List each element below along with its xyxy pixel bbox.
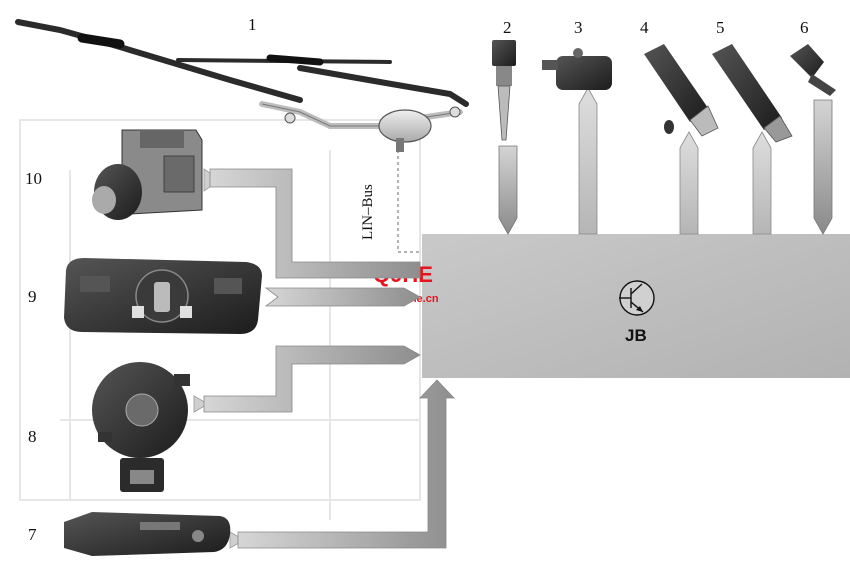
left-arrows [193, 168, 455, 549]
control-unit-10 [92, 129, 203, 220]
arrow-5-up [752, 131, 772, 235]
label-10: 10 [25, 169, 42, 188]
arrow-2-down [498, 145, 518, 235]
arrow-9 [264, 287, 421, 307]
sensor-2-probe [497, 85, 511, 141]
label-7: 7 [28, 525, 37, 544]
wiper-arm-right [297, 65, 469, 107]
sensor-6 [790, 44, 836, 96]
nozzle-4 [644, 44, 719, 137]
wiper-assembly [15, 19, 469, 152]
sensor-6-body [790, 44, 824, 78]
arrow-6-down [813, 99, 833, 235]
nozzle-4-body [644, 44, 708, 122]
label-3: 3 [574, 18, 583, 37]
label-9: 9 [28, 287, 37, 306]
wiper-stalk-7 [64, 512, 231, 556]
arrow-10 [209, 168, 421, 279]
arrow-8-tail [193, 395, 209, 413]
label-2: 2 [503, 18, 512, 37]
junction-box-module: JB [422, 234, 850, 378]
sensor-2-connector [492, 40, 516, 66]
nozzle-5-body [712, 44, 782, 130]
component-numbers: 1 2 3 4 5 6 7 8 9 10 [25, 15, 809, 544]
arrow-8 [203, 345, 421, 413]
label-5: 5 [716, 18, 725, 37]
wiper-motor [378, 109, 432, 143]
top-arrows [498, 87, 833, 235]
wiper-stalk-7-body [64, 512, 231, 556]
arrow-3-up [578, 87, 598, 235]
module-label: JB [625, 326, 647, 345]
arrow-4-up [679, 131, 699, 235]
label-4: 4 [640, 18, 649, 37]
arrow-7-tail [229, 531, 245, 549]
wiper-blade-joint [77, 33, 125, 49]
wiper-blade-clip [266, 54, 324, 66]
transistor-symbol [619, 283, 644, 313]
wiper-motor-connector [396, 138, 404, 152]
label-1: 1 [248, 15, 257, 34]
nozzle-5 [712, 44, 793, 143]
light-switch-panel-9 [64, 258, 262, 334]
sensor-2 [492, 40, 516, 141]
transistor-arrow-icon [636, 306, 643, 312]
lin-bus-label: LIN–Bus [360, 184, 376, 240]
pump-3 [542, 48, 612, 90]
label-8: 8 [28, 427, 37, 446]
steering-column-switch-8 [92, 362, 190, 492]
label-6: 6 [800, 18, 809, 37]
background-sketch [19, 119, 421, 520]
pump-3-body [556, 56, 612, 90]
arrow-7 [237, 379, 455, 549]
lin-bus-line [397, 150, 420, 253]
